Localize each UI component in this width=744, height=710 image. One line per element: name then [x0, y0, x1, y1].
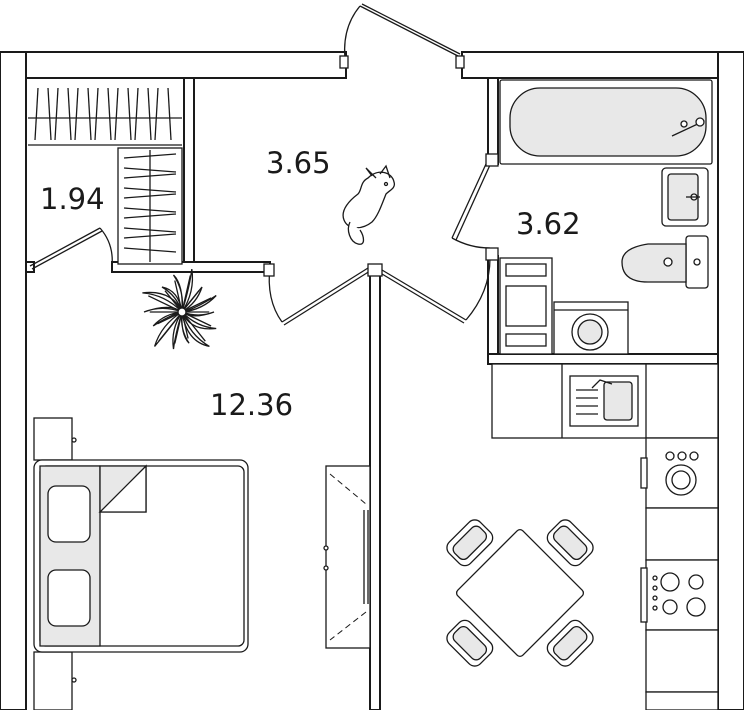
wall-wardrobe-right [183, 77, 195, 267]
hanger [54, 87, 59, 141]
hanger [94, 87, 99, 141]
hanger [167, 87, 172, 141]
dog-figure [342, 164, 396, 245]
outer-walls [0, 51, 744, 710]
area-label-wardrobe: 1.94 [40, 182, 105, 216]
hanger [107, 87, 112, 141]
plant-leaf-vein [148, 295, 183, 313]
hanger [87, 87, 92, 141]
hanger [114, 87, 119, 141]
hanger [123, 213, 177, 219]
plant-leaf [181, 311, 210, 348]
hanger [123, 187, 177, 193]
plant-leaf-vein [174, 311, 183, 344]
interior-doors [29, 153, 499, 326]
hanger [123, 207, 177, 213]
plant-leaf [152, 311, 183, 327]
living-room-furniture [33, 269, 371, 710]
entrance-door [339, 3, 465, 69]
wall-bath-bottom [487, 353, 719, 365]
nightstand-top [33, 417, 73, 461]
plant-leaf [181, 269, 194, 313]
tv-unit [325, 465, 371, 649]
wall-left [0, 51, 27, 710]
hanger [123, 153, 177, 159]
wall-right [717, 51, 744, 710]
dining-table [446, 519, 594, 667]
hanger [67, 87, 72, 141]
area-label-bathroom: 3.62 [516, 207, 581, 241]
wardrobe-shelving [28, 87, 183, 265]
cooktop [645, 559, 719, 631]
kitchen-fixtures [491, 363, 719, 710]
hanger [47, 87, 52, 141]
plant-leaf-vein [181, 275, 191, 313]
nightstand-bottom [33, 651, 73, 710]
area-label-hall: 3.65 [266, 146, 331, 180]
hanger [123, 173, 177, 179]
hanger [74, 87, 79, 141]
hanger [123, 247, 177, 253]
wall-central [369, 267, 381, 710]
plant-leaf-vein [181, 311, 212, 327]
plant-leaf [180, 311, 190, 344]
hanger [123, 167, 177, 173]
bathroom-fixtures [499, 79, 713, 355]
hanger [123, 193, 177, 199]
hanger [34, 87, 39, 141]
hanger [123, 233, 177, 239]
wall-top-left [0, 51, 347, 79]
pillow-top [47, 485, 91, 543]
area-labels: 1.94 3.65 3.62 12.36 [40, 146, 581, 422]
table-top [455, 528, 585, 658]
plant-leaf-vein [158, 311, 183, 342]
plant-leaf-vein [181, 311, 206, 342]
hanger [134, 87, 139, 141]
hanger [147, 87, 152, 141]
plant [142, 269, 217, 350]
pillow-bottom [47, 569, 91, 627]
plant-leaf-vein [181, 297, 212, 313]
hanger [123, 227, 177, 233]
wall-bath-left-top [487, 77, 499, 165]
plant-leaf [172, 274, 184, 313]
area-label-living: 12.36 [210, 388, 293, 422]
hanger [127, 87, 132, 141]
wall-top-right [461, 51, 744, 79]
plant-leaf-vein [174, 280, 183, 313]
hanger [154, 87, 159, 141]
plant-leaf [181, 294, 217, 313]
